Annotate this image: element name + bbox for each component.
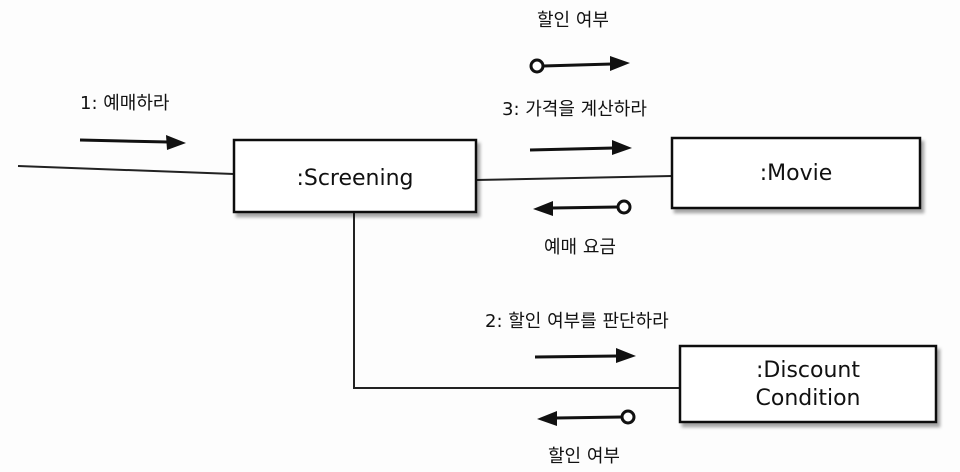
screening-movie-link bbox=[475, 175, 673, 181]
screening-object-label: :Screening bbox=[296, 166, 413, 191]
movie-discount-in-label: 할인 여부 bbox=[537, 10, 609, 31]
movie-object-box bbox=[670, 136, 922, 210]
movie-fee-out-label: 예매 요금 bbox=[544, 237, 616, 258]
condition-discount-out-label: 할인 여부 bbox=[548, 446, 620, 467]
screening-object-box bbox=[232, 138, 478, 214]
screening-condition-link bbox=[353, 212, 680, 389]
movie-object-label: :Movie bbox=[760, 161, 833, 186]
check-discount-arrow-shaft bbox=[534, 354, 619, 359]
check-discount-arrow-head bbox=[616, 348, 636, 363]
discount-condition-label-line1: :Discount bbox=[756, 358, 860, 383]
movie-fee-out-head bbox=[533, 201, 553, 216]
movie-discount-in-dot bbox=[529, 58, 545, 74]
incoming-link bbox=[17, 165, 235, 175]
reserve-arrow-head bbox=[166, 135, 186, 150]
movie-fee-out-dot bbox=[616, 199, 632, 215]
condition-discount-out-shaft bbox=[555, 415, 623, 420]
check-discount-message-label: 2: 할인 여부를 판단하라 bbox=[485, 311, 669, 332]
condition-discount-out-dot bbox=[620, 409, 636, 425]
discount-condition-label-line2: Condition bbox=[756, 386, 861, 411]
calculate-price-arrow-shaft bbox=[529, 146, 615, 152]
reserve-message-label: 1: 예매하라 bbox=[80, 93, 170, 114]
movie-discount-in-shaft bbox=[542, 62, 613, 68]
reserve-arrow-shaft bbox=[79, 138, 169, 144]
calculate-price-message-label: 3: 가격을 계산하라 bbox=[502, 99, 647, 120]
discount-condition-object-box bbox=[678, 344, 938, 424]
condition-discount-out-head bbox=[537, 411, 557, 426]
movie-discount-in-head bbox=[610, 56, 630, 71]
movie-fee-out-shaft bbox=[551, 205, 619, 210]
calculate-price-arrow-head bbox=[612, 140, 632, 155]
